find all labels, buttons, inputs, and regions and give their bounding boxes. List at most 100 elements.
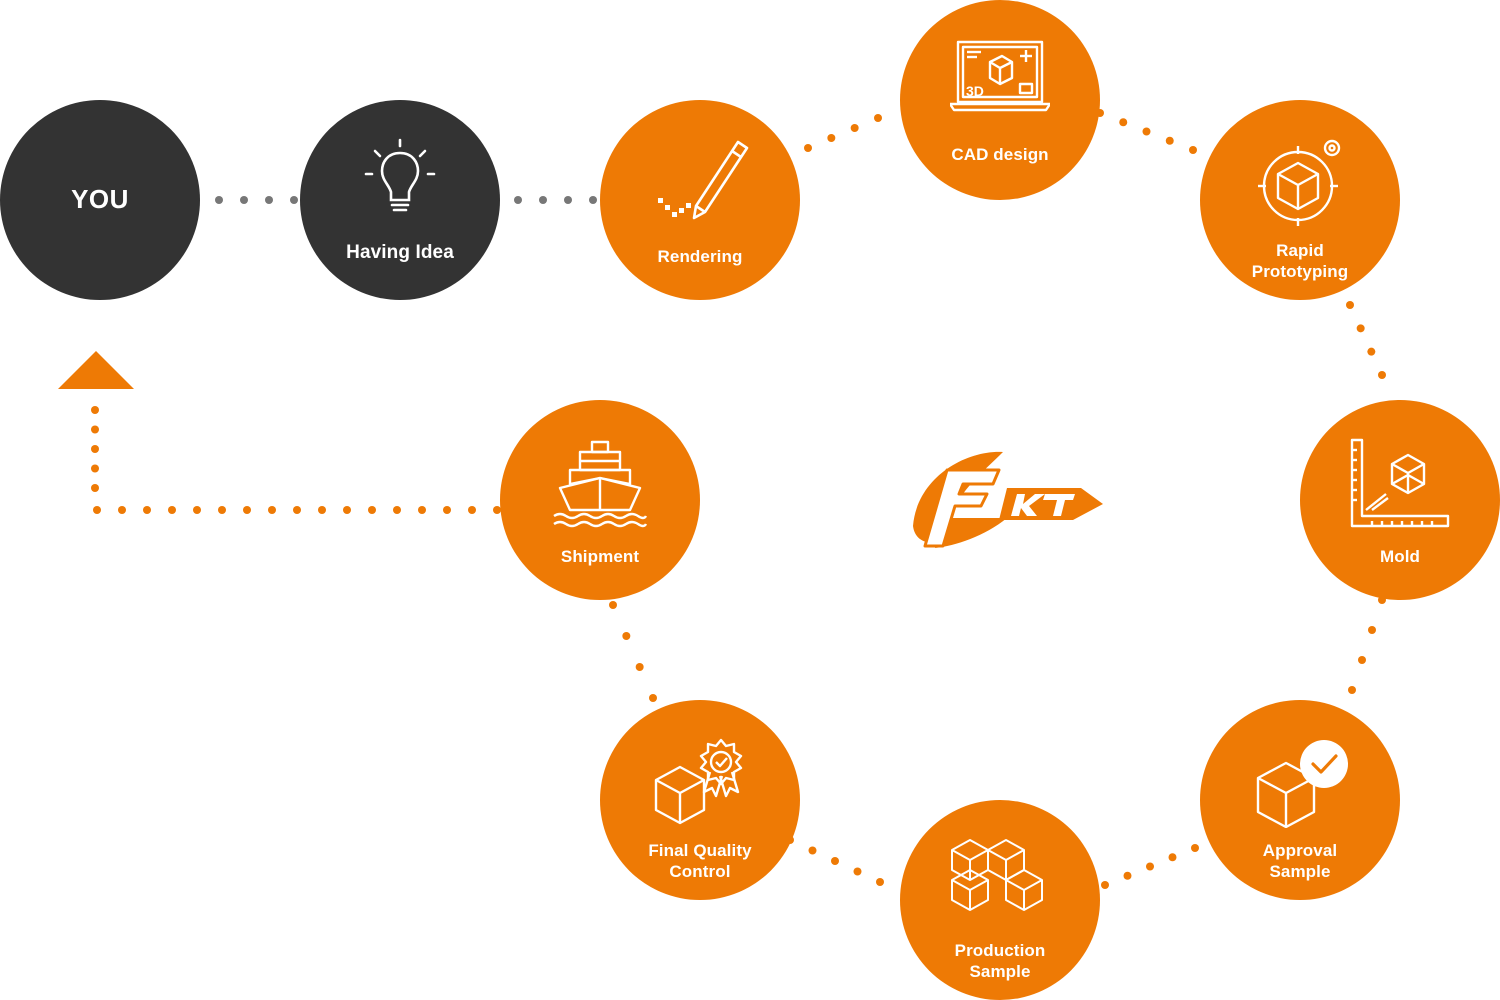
orange-connector-dot xyxy=(609,601,617,609)
gray-connector-dot xyxy=(290,196,298,204)
orange-connector-dot xyxy=(1368,626,1376,634)
orange-connector-dot xyxy=(293,506,301,514)
orange-connector-dot xyxy=(1165,136,1174,145)
node-approval-sample-label: Approval Sample xyxy=(1210,840,1390,882)
orange-connector-dot xyxy=(91,484,99,492)
orange-connector-dot xyxy=(143,506,151,514)
node-production-sample: Production Sample xyxy=(900,800,1100,1000)
node-rapid-prototyping-label-line2: Prototyping xyxy=(1251,262,1349,281)
orange-connector-dot xyxy=(1119,118,1128,127)
orange-connector-dot xyxy=(318,506,326,514)
orange-connector-dot xyxy=(649,694,657,702)
pencil-icon xyxy=(658,140,749,220)
orange-connector-dot xyxy=(118,506,126,514)
node-final-quality-control-label: Final Quality Control xyxy=(610,840,790,882)
gray-connector-dot xyxy=(215,196,223,204)
node-having-idea-label: Having Idea xyxy=(346,242,454,263)
gray-connector-dot xyxy=(589,196,597,204)
node-approval-sample: Approval Sample xyxy=(1200,700,1400,900)
node-having-idea: Having Idea xyxy=(300,100,500,300)
orange-connector-dot xyxy=(853,867,862,876)
node-mold: Mold xyxy=(1300,400,1500,600)
orange-connector-dot xyxy=(1168,853,1177,862)
node-approval-sample-label-line2: Sample xyxy=(1269,862,1331,881)
orange-connector-dot xyxy=(1142,127,1151,136)
orange-connector-dot xyxy=(91,425,99,434)
fkt-logo xyxy=(913,451,1103,548)
ruler-cube-icon xyxy=(1350,438,1450,528)
orange-connector-dot xyxy=(1358,656,1366,664)
orange-connector-dot xyxy=(1356,324,1365,333)
logo-text: FKT xyxy=(1000,480,1001,481)
orange-connector-dot xyxy=(493,506,501,514)
orange-connector-dot xyxy=(874,114,882,122)
orange-connector-dot xyxy=(368,506,376,514)
orange-connector-dot xyxy=(876,878,884,886)
svg-text:3D: 3D xyxy=(966,83,984,99)
node-rapid-prototyping: Rapid Prototyping xyxy=(1200,100,1400,300)
orange-connector-dot xyxy=(808,846,817,855)
orange-connector-dot xyxy=(468,506,476,514)
orange-connector-dot xyxy=(91,406,99,414)
node-final-quality-control-label-line1: Final Quality xyxy=(648,841,752,860)
orange-connector-dot xyxy=(827,134,836,142)
cube-target-icon xyxy=(1258,139,1341,226)
node-final-quality-control-label-line2: Control xyxy=(669,862,731,881)
node-production-sample-label: Production Sample xyxy=(910,940,1090,982)
gray-connector-dot xyxy=(564,196,572,204)
node-rapid-prototyping-label-line1: Rapid xyxy=(1276,241,1324,260)
orange-connector-dot xyxy=(635,663,644,671)
lightbulb-icon xyxy=(364,138,436,212)
node-cad-design-label: CAD design xyxy=(951,145,1049,164)
orange-connector-dot xyxy=(1101,881,1109,889)
orange-connector-dot xyxy=(193,506,201,514)
orange-connector-dot xyxy=(1367,347,1376,356)
orange-connector-dot xyxy=(1348,686,1356,694)
node-approval-sample-label-line1: Approval xyxy=(1262,841,1338,860)
node-production-sample-label-line2: Sample xyxy=(969,962,1031,981)
node-you: YOU xyxy=(0,100,200,300)
gray-connector-dot xyxy=(514,196,522,204)
orange-connector-dots xyxy=(91,109,1386,889)
orange-connector-dot xyxy=(218,506,226,514)
orange-connector-dot xyxy=(418,506,426,514)
ship-icon xyxy=(553,440,648,528)
orange-connector-dot xyxy=(393,506,401,514)
cube-badge-icon xyxy=(654,738,743,825)
orange-connector-dot xyxy=(1378,371,1386,379)
orange-connector-dot xyxy=(804,144,812,152)
orange-connector-dot xyxy=(850,124,859,132)
gray-connector-dots xyxy=(215,196,597,204)
node-final-quality-control: Final Quality Control xyxy=(600,700,800,900)
node-production-sample-label-line1: Production xyxy=(954,941,1046,960)
orange-connector-dot xyxy=(268,506,276,514)
node-rapid-prototyping-label: Rapid Prototyping xyxy=(1210,240,1390,282)
node-mold-label: Mold xyxy=(1379,547,1421,566)
gray-connector-dot xyxy=(265,196,273,204)
return-arrow-icon xyxy=(58,351,134,389)
orange-connector-dot xyxy=(93,506,101,514)
orange-connector-dot xyxy=(91,445,99,453)
orange-connector-dot xyxy=(622,632,631,640)
node-you-label: YOU xyxy=(71,184,129,214)
orange-connector-dot xyxy=(243,506,251,514)
orange-connector-dot xyxy=(1191,844,1199,852)
gray-connector-dot xyxy=(539,196,547,204)
orange-connector-dot xyxy=(1123,871,1132,880)
orange-connector-dot xyxy=(343,506,351,514)
laptop-3d-icon: 3D xyxy=(950,40,1050,112)
gray-connector-dot xyxy=(240,196,248,204)
orange-connector-dot xyxy=(91,464,99,473)
orange-connector-dot xyxy=(1146,862,1154,871)
cube-check-icon xyxy=(1256,740,1348,828)
node-rendering: Rendering xyxy=(600,100,800,300)
node-shipment: Shipment xyxy=(500,400,700,600)
orange-connector-dot xyxy=(1346,301,1354,309)
orange-connector-dot xyxy=(168,506,176,514)
orange-connector-dot xyxy=(443,506,451,514)
node-shipment-label: Shipment xyxy=(560,547,640,566)
node-rendering-label: Rendering xyxy=(657,247,743,266)
orange-connector-dot xyxy=(831,857,839,865)
